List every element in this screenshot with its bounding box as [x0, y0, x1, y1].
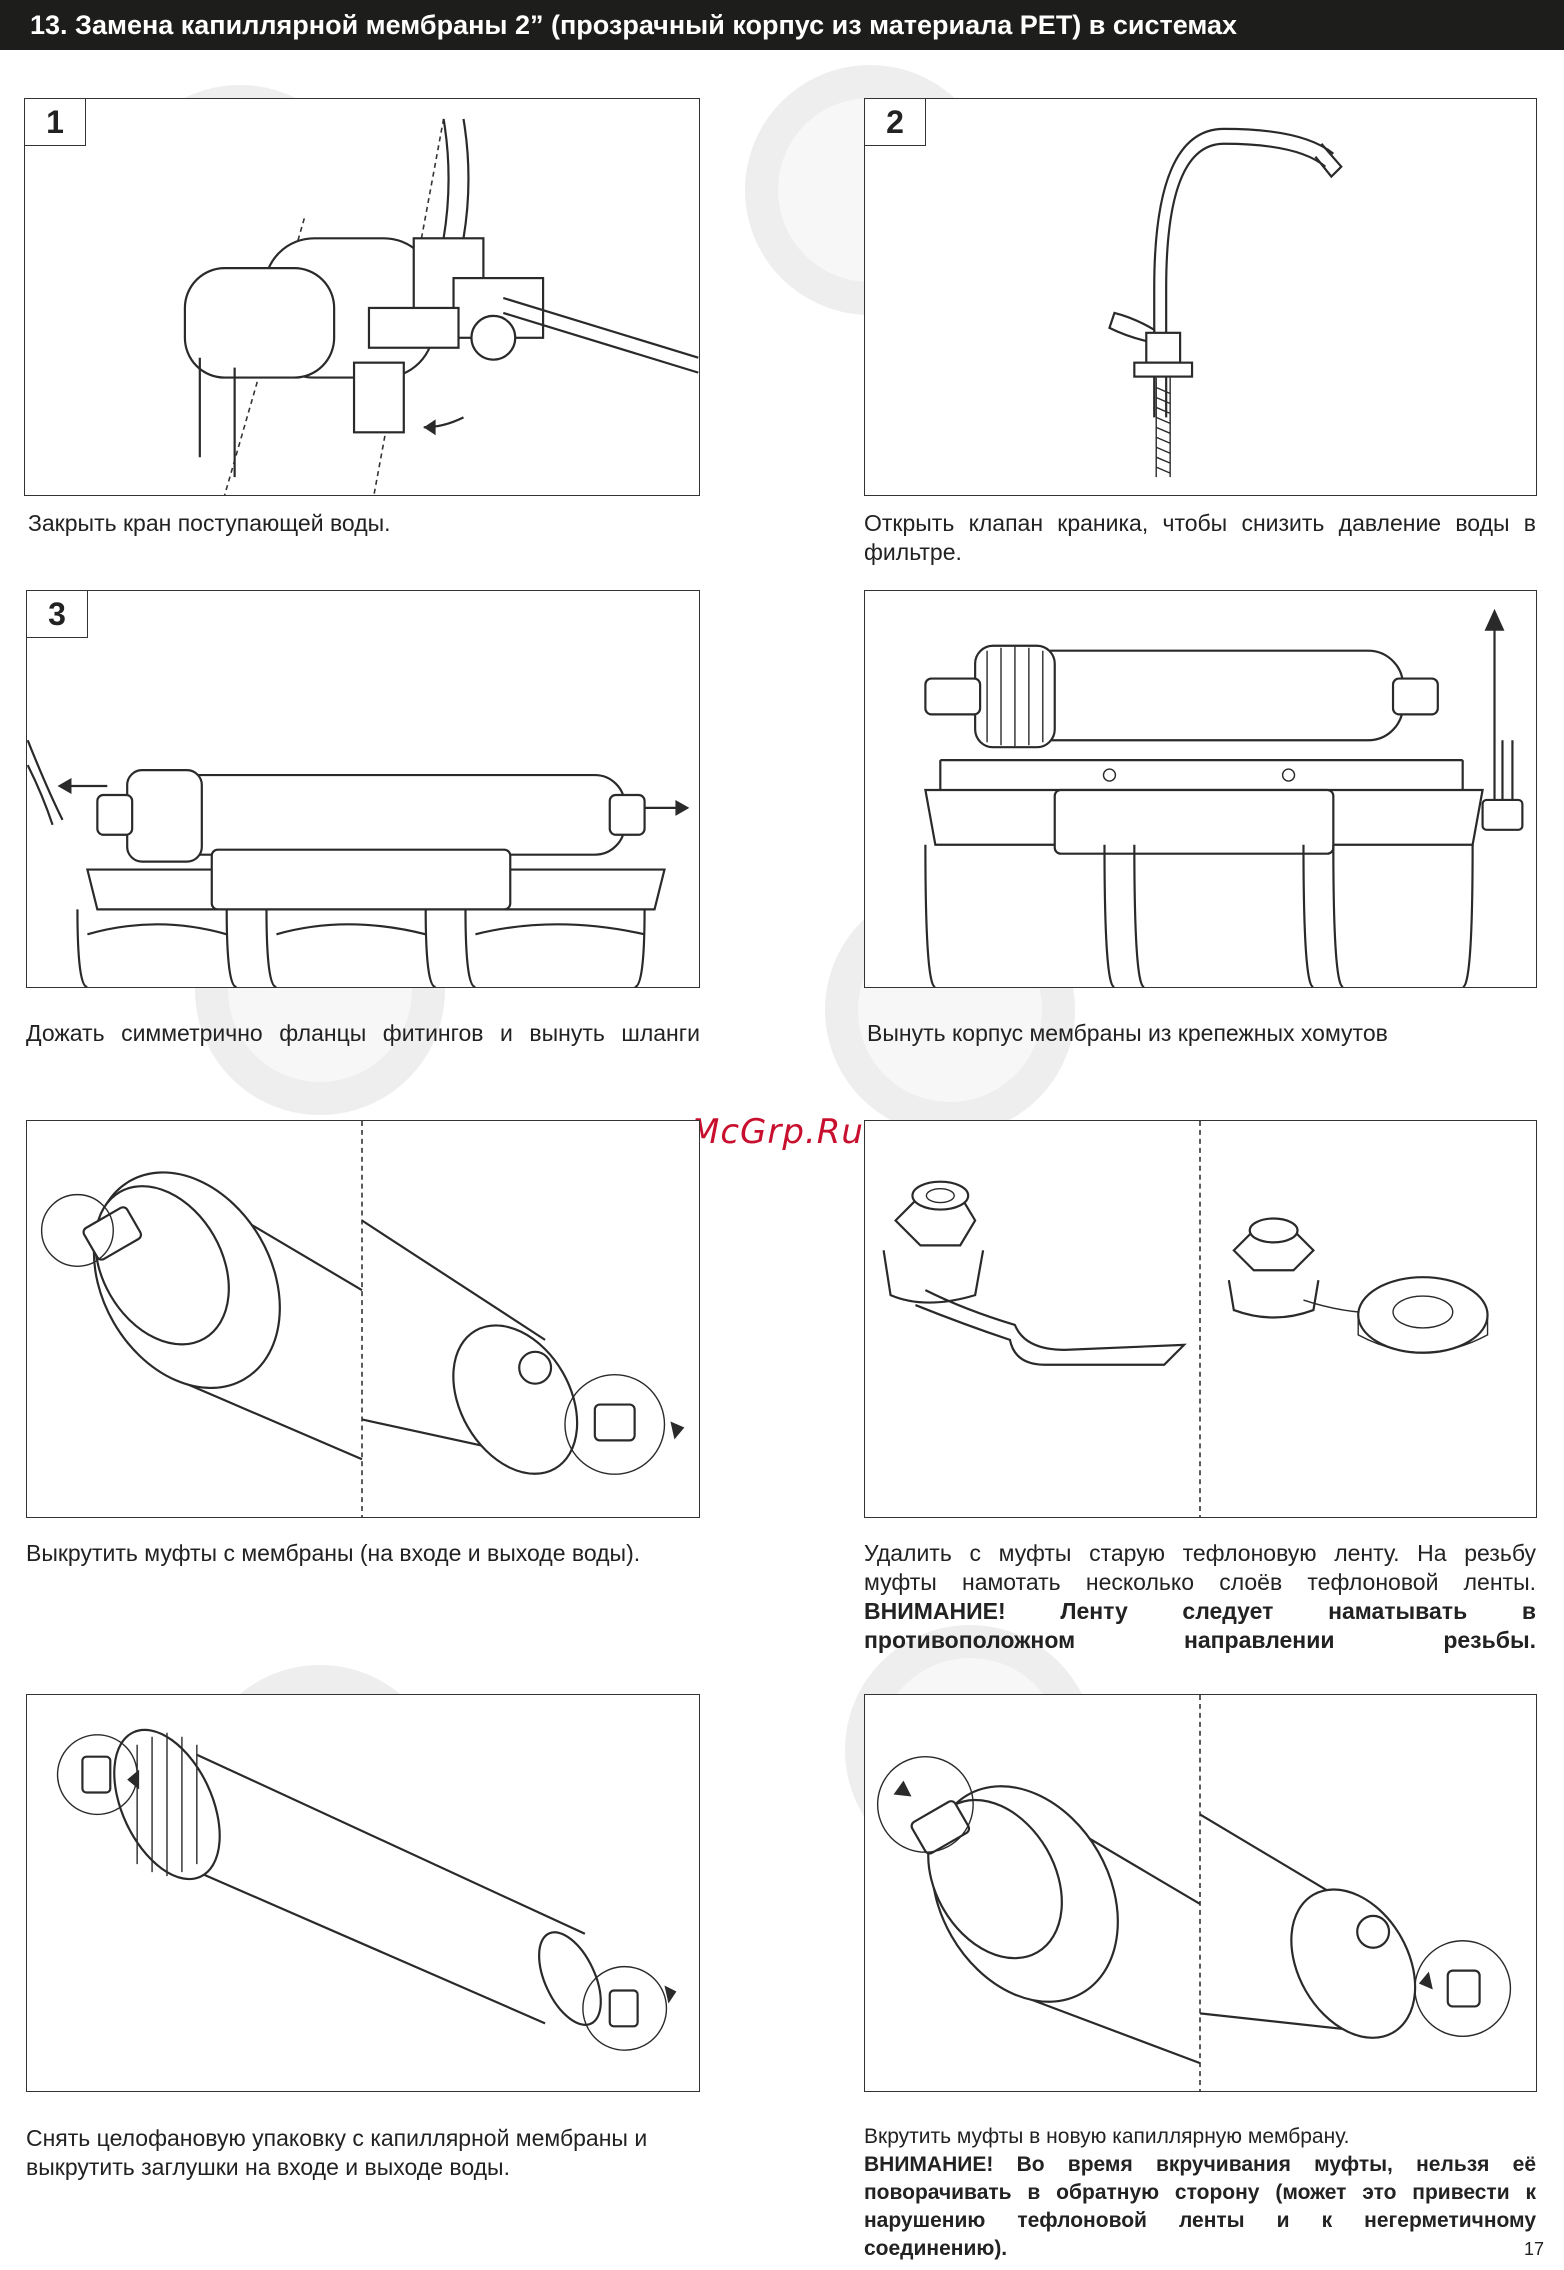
- step-6-illustration: [864, 1120, 1537, 1518]
- unscrew-couplings-drawing: [40, 1121, 685, 1517]
- step-2-caption: Открыть клапан краника, чтобы снизить да…: [864, 510, 1536, 565]
- step-5-caption: Выкрутить муфты с мембраны (на входе и в…: [26, 1540, 641, 1566]
- step-7-illustration: [26, 1694, 700, 2092]
- step-2-illustration: 2: [864, 98, 1537, 496]
- disconnect-tubes-drawing: [27, 739, 690, 987]
- step-6-text: Удалить с муфты старую тефлоновую ленту.…: [864, 1540, 1536, 1595]
- step-8-illustration: [864, 1694, 1537, 2092]
- step-7-caption: Снять целофановую упаковку с капиллярной…: [26, 2125, 648, 2180]
- step-number: 2: [865, 99, 926, 146]
- step-3-caption: Дожать симметрично фланцы фитингов и вын…: [26, 1020, 700, 1046]
- remove-plugs-drawing: [56, 1728, 677, 2051]
- step-6-caption: Удалить с муфты старую тефлоновую ленту.…: [864, 1539, 1536, 1655]
- faucet-drawing: [1108, 127, 1343, 478]
- step-6-warning: ВНИМАНИЕ! Ленту следует наматывать в про…: [864, 1598, 1536, 1653]
- step-4-illustration: [864, 590, 1537, 988]
- remove-membrane-drawing: [924, 608, 1524, 987]
- page-title: 13. Замена капиллярной мембраны 2” (проз…: [30, 10, 1238, 40]
- page-header: 13. Замена капиллярной мембраны 2” (проз…: [0, 0, 1564, 50]
- step-3-illustration: 3: [26, 590, 700, 988]
- step-1-caption: Закрыть кран поступающей воды.: [28, 510, 391, 536]
- step-number: 3: [27, 591, 88, 638]
- step-number: 1: [25, 99, 86, 146]
- screw-in-couplings-drawing: [876, 1695, 1512, 2091]
- teflon-tape-drawing: [882, 1121, 1489, 1517]
- site-watermark: McGrp.Ru: [690, 1112, 864, 1152]
- step-8-caption: Вкрутить муфты в новую капиллярную мембр…: [864, 2124, 1536, 2262]
- step-8-text: Вкрутить муфты в новую капиллярную мембр…: [864, 2125, 1350, 2148]
- step-8-warning: ВНИМАНИЕ! Во время вкручивания муфты, не…: [864, 2153, 1536, 2260]
- water-valve-drawing: [183, 118, 699, 495]
- step-1-illustration: 1: [24, 98, 700, 496]
- page-number: 17: [1523, 2239, 1544, 2259]
- step-4-caption: Вынуть корпус мембраны из крепежных хому…: [867, 1020, 1388, 1046]
- step-5-illustration: [26, 1120, 700, 1518]
